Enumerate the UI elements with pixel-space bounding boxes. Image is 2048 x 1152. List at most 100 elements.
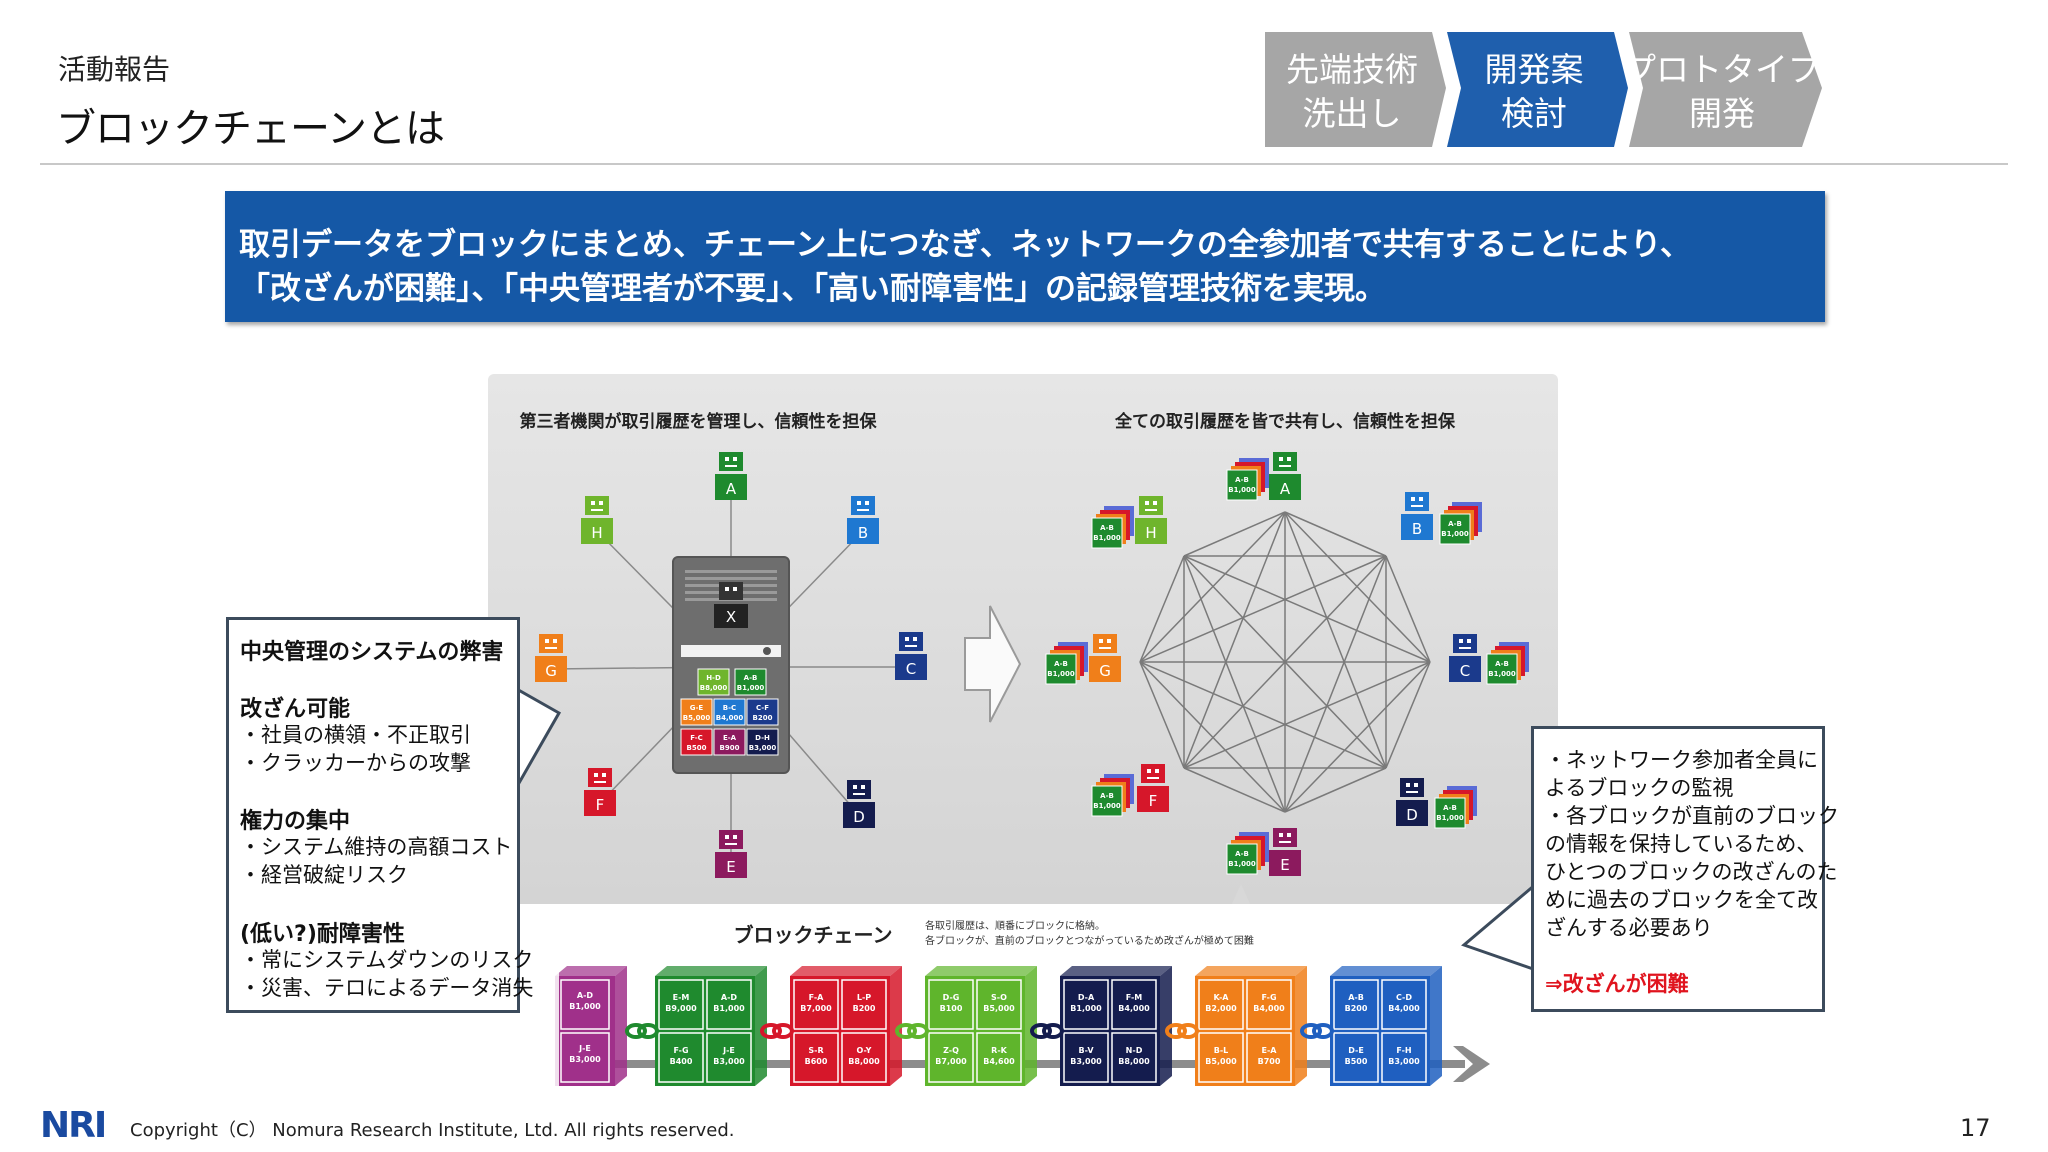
header-divider bbox=[40, 163, 2008, 165]
participant-h: H bbox=[581, 496, 613, 544]
blockchain-benefits-callout: ・ネットワーク参加者全員に よるブロックの監視 ・各ブロックが直前のブロック の… bbox=[1531, 726, 1839, 1012]
mesh-line bbox=[1284, 767, 1387, 813]
person-body bbox=[1396, 800, 1428, 826]
node-ledger: A-B B1,000 bbox=[1045, 642, 1088, 685]
participant-c: C bbox=[895, 632, 927, 680]
block-cell bbox=[1063, 979, 1109, 1030]
mesh-line bbox=[1385, 555, 1431, 663]
process-step-planning-label1: 開発案 bbox=[1485, 50, 1584, 89]
block-cell-label: B4,000 bbox=[1118, 1004, 1150, 1013]
block-side bbox=[755, 966, 767, 1086]
block-cell-label: A-D bbox=[577, 991, 594, 1000]
person-mouth bbox=[725, 465, 737, 467]
cell-label: B900 bbox=[720, 744, 740, 752]
person-mouth bbox=[594, 781, 606, 783]
ledger-label: A-B bbox=[1100, 524, 1114, 532]
block-side bbox=[1430, 966, 1442, 1086]
peer-d: D bbox=[1396, 778, 1428, 826]
person-eye bbox=[1279, 833, 1283, 837]
callout-heading: 中央管理のシステムの弊害 bbox=[240, 640, 504, 665]
block-cell bbox=[841, 979, 887, 1030]
server-label: X bbox=[726, 608, 736, 626]
ledger-label: A-B bbox=[1235, 476, 1249, 484]
person-eye bbox=[599, 501, 603, 505]
page-number: 17 bbox=[1960, 1114, 1991, 1142]
server-ledger-cell: F-C B500 bbox=[680, 728, 713, 756]
person-mouth bbox=[1147, 777, 1159, 779]
left-callout-pointer bbox=[515, 686, 562, 794]
benefit-line: よるブロックの監視 bbox=[1545, 776, 1734, 800]
block-cell bbox=[1333, 1032, 1379, 1083]
chain-link bbox=[1042, 1023, 1064, 1039]
ledger-front bbox=[1045, 653, 1077, 685]
person-eye bbox=[553, 639, 557, 643]
block-cell-label: B7,000 bbox=[935, 1057, 967, 1066]
ledger-label: A-B bbox=[1443, 804, 1457, 812]
block-cell bbox=[1198, 979, 1244, 1030]
person-label: C bbox=[906, 660, 916, 678]
peer-g: G bbox=[1089, 634, 1121, 682]
process-step-research-label2: 洗出し bbox=[1303, 94, 1402, 133]
block-cell-label: A-B bbox=[1348, 993, 1364, 1002]
ledger-front bbox=[1486, 653, 1518, 685]
cell-label: B8,000 bbox=[700, 684, 728, 692]
block-cell bbox=[706, 1032, 752, 1083]
block-front bbox=[1195, 976, 1295, 1086]
ledger-front bbox=[1091, 785, 1123, 817]
person-mouth bbox=[1279, 465, 1291, 467]
cell-bg bbox=[746, 698, 779, 726]
person-mouth bbox=[1099, 647, 1111, 649]
person-head bbox=[1405, 492, 1429, 511]
block-cell-label: F-A bbox=[809, 993, 825, 1002]
mesh-line bbox=[1183, 555, 1286, 813]
block-cell-label: S-O bbox=[991, 993, 1007, 1002]
risk-item: ・社員の横領・不正取引 bbox=[240, 723, 471, 747]
benefit-line: ざんする必要あり bbox=[1545, 916, 1713, 940]
cell-label: G-E bbox=[690, 704, 704, 712]
block-front bbox=[790, 976, 890, 1086]
chain-link bbox=[1165, 1023, 1187, 1039]
person-eye bbox=[1467, 639, 1471, 643]
block-cell-label: B4,000 bbox=[1388, 1004, 1420, 1013]
ledger-label: A-B bbox=[1495, 660, 1509, 668]
block-cell-label: B100 bbox=[940, 1004, 963, 1013]
transition-arrow bbox=[964, 605, 1022, 723]
block-top bbox=[925, 966, 1037, 976]
block-cell-label: B700 bbox=[1258, 1057, 1281, 1066]
chain-link bbox=[760, 1023, 782, 1039]
block-cell-label: B200 bbox=[1345, 1004, 1368, 1013]
ledger-label: B1,000 bbox=[1047, 670, 1075, 678]
cell-label: A-B bbox=[744, 674, 758, 682]
page-title: ブロックチェーンとは bbox=[56, 106, 445, 152]
block-cell bbox=[1063, 1032, 1109, 1083]
block-cell bbox=[1111, 1032, 1157, 1083]
chain-link bbox=[895, 1023, 917, 1039]
chain-link bbox=[1300, 1023, 1322, 1039]
person-head bbox=[1400, 778, 1424, 797]
process-step-prototype-label1: プロトタイプ bbox=[1623, 50, 1821, 89]
benefit-line: ・各ブロックが直前のブロック bbox=[1545, 804, 1839, 828]
block-front bbox=[655, 976, 755, 1086]
risk-item: ・災害、テロによるデータ消失 bbox=[240, 976, 534, 1000]
server-ledger-cell: G-EB5,000 bbox=[680, 698, 713, 726]
chain-link bbox=[1177, 1023, 1199, 1039]
cell-label: B500 bbox=[687, 744, 707, 752]
block-cell-label: F-H bbox=[1396, 1046, 1411, 1055]
ledger-label: A-B bbox=[1448, 520, 1462, 528]
server-ledger-cell: B-CB4,000 bbox=[713, 698, 746, 726]
block-cell-label: B600 bbox=[805, 1057, 828, 1066]
risk-item: ・常にシステムダウンのリスク bbox=[240, 948, 534, 972]
ledger-label: A-B bbox=[1054, 660, 1068, 668]
cell-bg bbox=[713, 698, 746, 726]
block-front bbox=[1330, 976, 1430, 1086]
cell-label: F-C bbox=[690, 734, 703, 742]
person-head bbox=[1139, 496, 1163, 515]
participant-g: G bbox=[535, 634, 567, 682]
person-eye bbox=[1406, 783, 1410, 787]
person-head bbox=[539, 634, 563, 653]
chain-link bbox=[772, 1023, 794, 1039]
person-eye bbox=[733, 835, 737, 839]
block-cell-label: J-E bbox=[578, 1044, 591, 1053]
